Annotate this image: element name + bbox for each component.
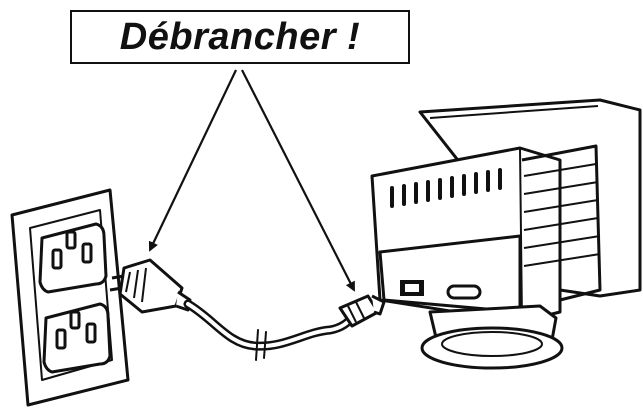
pointer-arrows xyxy=(150,70,354,290)
arrow-to-connector xyxy=(242,70,354,290)
wall-outlet xyxy=(12,190,128,405)
unplug-label: Débrancher ! xyxy=(70,10,410,64)
power-cord xyxy=(188,304,352,360)
arrow-to-plug xyxy=(150,70,236,250)
unplug-label-text: Débrancher ! xyxy=(120,16,360,59)
crt-monitor xyxy=(372,100,640,368)
